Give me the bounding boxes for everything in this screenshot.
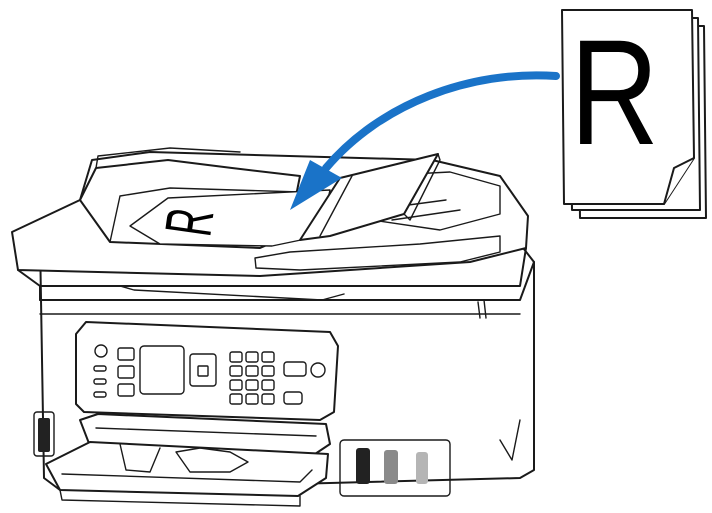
document-stack-icon: R bbox=[562, 9, 706, 218]
printer-icon: R bbox=[12, 148, 534, 506]
ink-tank-light bbox=[416, 452, 428, 484]
ink-tank-black bbox=[356, 448, 370, 484]
original-document-letter: R bbox=[570, 9, 659, 176]
ink-window-left bbox=[38, 418, 50, 452]
ink-tank-gray bbox=[384, 450, 398, 484]
